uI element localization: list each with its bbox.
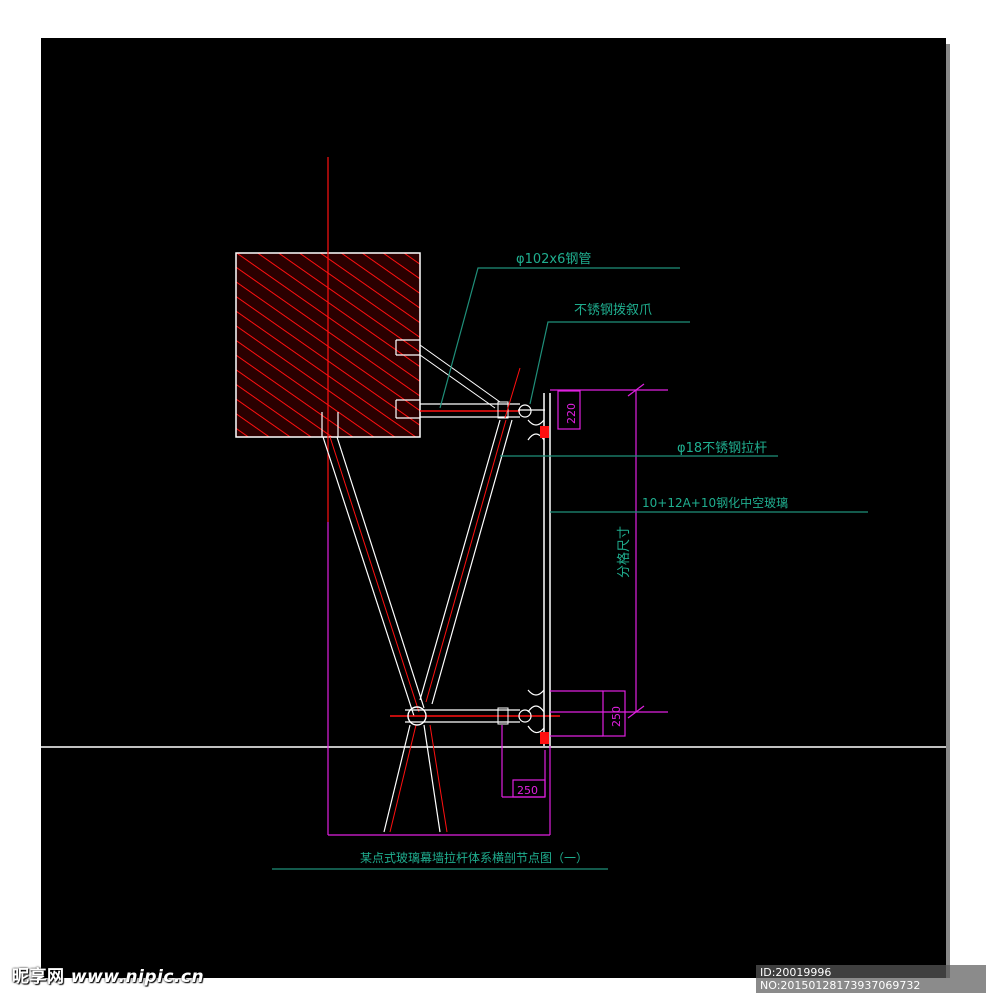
tension-rods <box>322 419 513 833</box>
lower-node <box>390 706 560 726</box>
leader-lines <box>272 267 868 870</box>
canvas-background <box>41 38 946 978</box>
watermark-logo-text: 昵享网 <box>12 967 65 987</box>
dimension-lines <box>327 383 668 836</box>
label-stainless-clip: 不锈钢拨叙爪 <box>574 303 652 318</box>
steel-pipe-bracket <box>419 344 545 419</box>
label-pipe: φ102x6钢管 <box>516 252 591 267</box>
label-grid-size: 分格尺寸 <box>616 526 632 578</box>
watermark-logo: 昵享网 www.nipic.cn <box>12 962 204 987</box>
label-glass: 10+12A+10钢化中空玻璃 <box>642 495 788 510</box>
watermark-site: www.nipic.cn <box>70 967 205 987</box>
dim-horizontal-value: 250 <box>517 784 538 797</box>
dim-bottom-value: 250 <box>610 706 623 727</box>
label-tie-rod: φ18不锈钢拉杆 <box>677 441 767 456</box>
spider-fittings <box>527 419 549 744</box>
anchor-plates <box>321 339 420 437</box>
glass-panel <box>543 393 551 746</box>
watermark-id: ID:20019996 NO:20150128173937069732 <box>756 965 986 993</box>
drawing-caption: 某点式玻璃幕墙拉杆体系横剖节点图（一） <box>360 850 588 865</box>
dim-top-value: 220 <box>565 403 578 424</box>
canvas-shadow <box>946 44 950 978</box>
